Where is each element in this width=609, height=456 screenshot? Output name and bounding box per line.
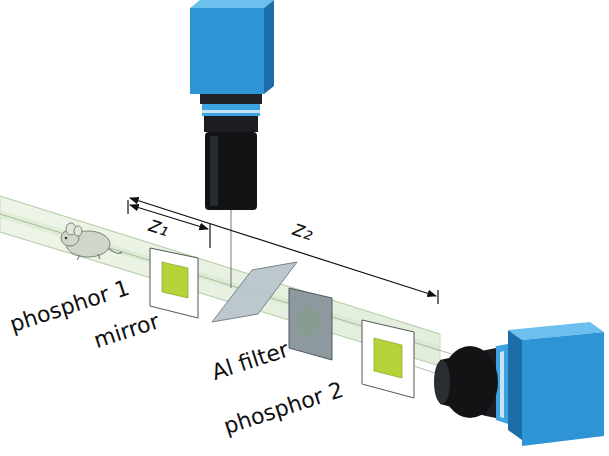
top-camera <box>190 0 274 210</box>
dimension-arrows <box>128 198 438 304</box>
part-label: Al filter <box>209 339 291 384</box>
optical-axis <box>231 210 232 288</box>
phosphor-screen <box>150 248 198 318</box>
side-camera <box>434 322 604 446</box>
part-label: mirror <box>91 310 162 352</box>
dimension-label: z₂ <box>290 217 316 244</box>
dimension-label: z₁ <box>146 213 172 240</box>
mirror-plate <box>212 262 297 322</box>
phosphor-screen <box>362 320 414 398</box>
mouse <box>61 223 122 260</box>
al-filter-plate <box>289 288 332 360</box>
part-label: phosphor 2 <box>221 379 346 438</box>
